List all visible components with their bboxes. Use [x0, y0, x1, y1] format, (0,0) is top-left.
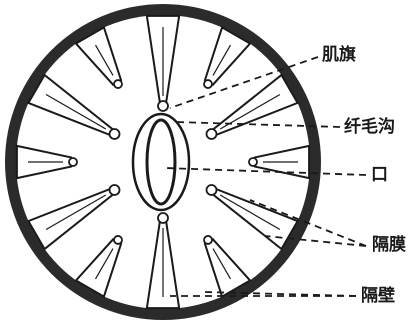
- septum-tip: [158, 213, 168, 223]
- septum-tip: [110, 129, 120, 139]
- label-mesentery: 隔膜: [372, 237, 406, 254]
- label-septum: 隔壁: [361, 288, 395, 305]
- label-muscle-banner: 肌旗: [322, 47, 356, 64]
- septum-tip: [204, 236, 212, 244]
- septum-tip: [249, 158, 257, 166]
- septum-tip: [206, 185, 216, 195]
- septum-tip: [204, 80, 212, 88]
- septum-tip: [114, 80, 122, 88]
- label-siphonoglyph: 纤毛沟: [344, 119, 395, 136]
- septum-tip: [69, 158, 77, 166]
- septum-tip: [158, 101, 168, 111]
- septum-tip: [114, 236, 122, 244]
- septum-tip: [206, 129, 216, 139]
- mouth-opening: [147, 120, 175, 204]
- septum-tip: [110, 185, 120, 195]
- label-mouth: 口: [371, 167, 388, 184]
